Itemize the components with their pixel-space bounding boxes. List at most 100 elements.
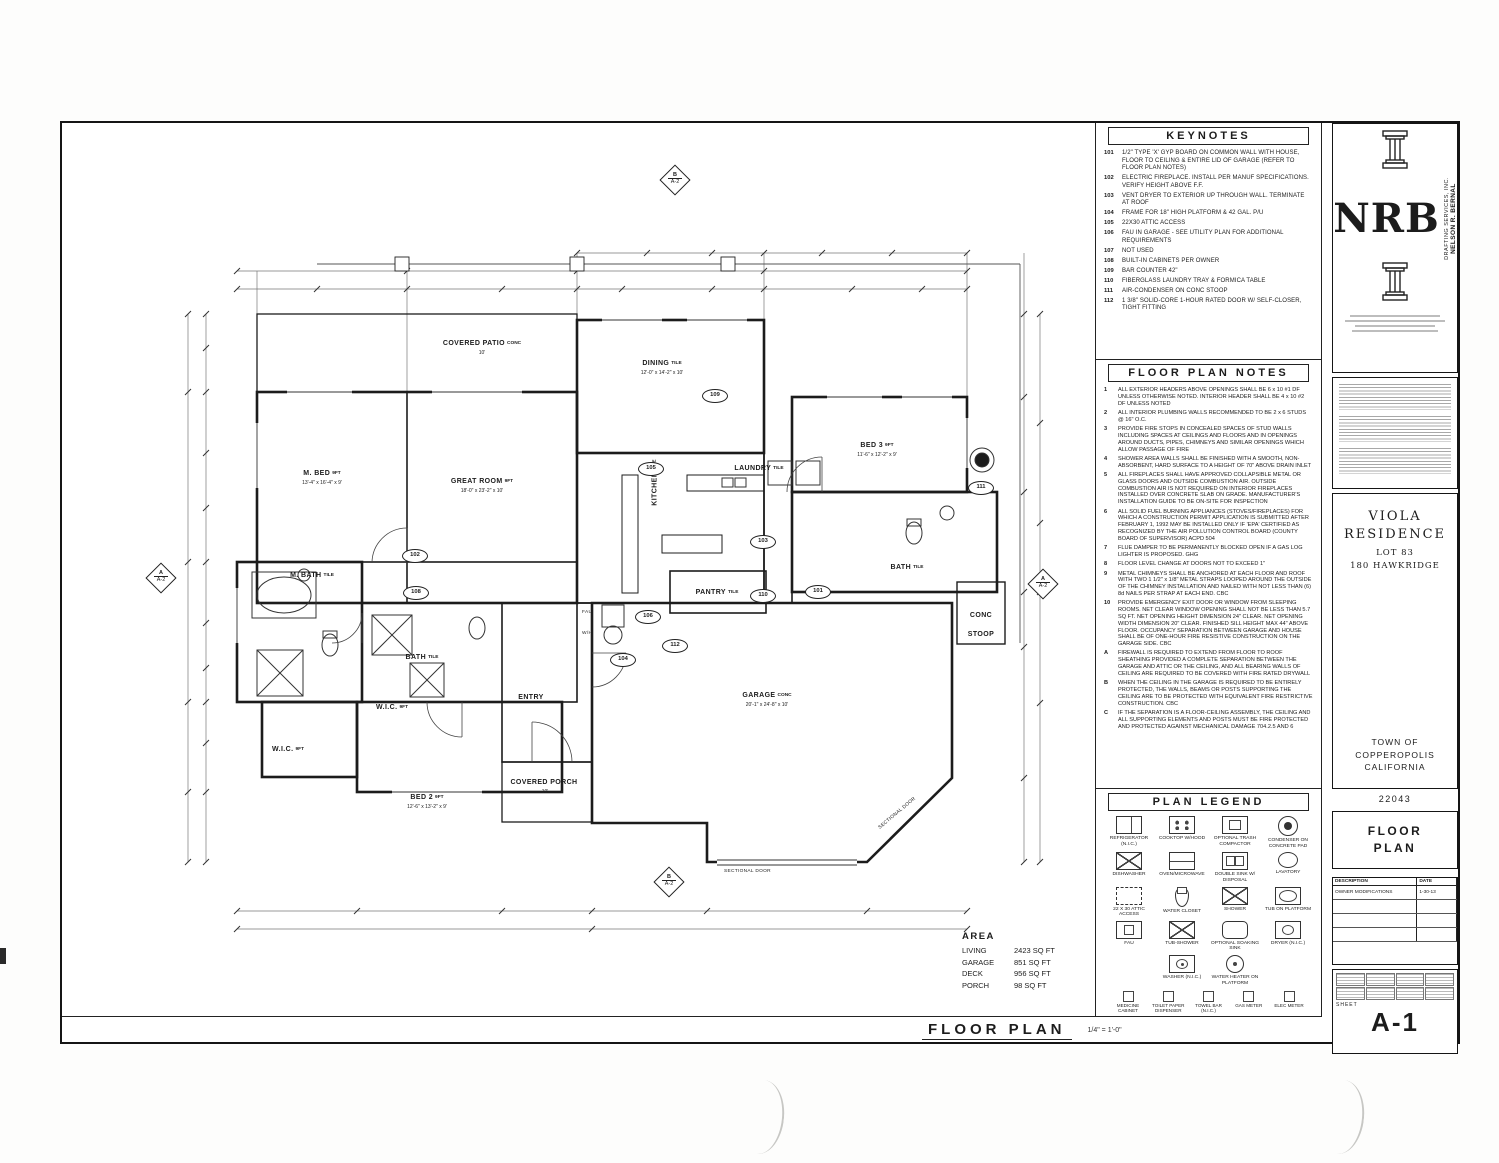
floor-plan-note-item: 5 ALL FIREPLACES SHALL HAVE APPROVED COL… (1104, 472, 1313, 506)
keynote-item: 109 BAR COUNTER 42" (1104, 268, 1313, 276)
keynote-item: 105 22X30 ATTIC ACCESS (1104, 220, 1313, 228)
note-number: 10 (1104, 600, 1111, 607)
floor-plan-note-item: 4 SHOWER AREA WALLS SHALL BE FINISHED WI… (1104, 456, 1313, 470)
revisions-col-date: DATE (1417, 878, 1457, 885)
floor-plan-notes-panel: FLOOR PLAN NOTES 1 ALL EXTERIOR HEADERS … (1096, 360, 1321, 789)
tub-shower-icon (1169, 920, 1195, 939)
keynote-bubble: 104 (610, 653, 636, 667)
note-text: WHEN THE CEILING IN THE GARAGE IS REQUIR… (1118, 680, 1313, 707)
trash-compactor-icon (1222, 816, 1248, 834)
legend-footer-label: MEDICINE CABINET (1116, 1003, 1140, 1014)
firm-principal: NELSON R. BERNAL (1449, 183, 1457, 254)
room-label-wic-2: W.I.C.9FT (272, 746, 304, 753)
legend-item-label: COOKTOP W/HOOD (1158, 836, 1206, 841)
note-number: 4 (1104, 455, 1108, 462)
revision-row-empty (1333, 928, 1457, 942)
note-text: PROVIDE FIRE STOPS IN CONCEALED SPACES O… (1118, 426, 1304, 453)
note-text: SHOWER AREA WALLS SHALL BE FINISHED WITH… (1118, 455, 1312, 469)
draw​ing-scale: 1/4" = 1'-0" (1087, 1026, 1122, 1034)
firm-address-block (1333, 314, 1457, 333)
fine-print-paragraph (1339, 416, 1451, 442)
job-number: 22043 (1378, 794, 1412, 804)
note-number: 6 (1104, 508, 1108, 515)
sheet-title-line: PLAN (1373, 841, 1417, 855)
area-table-row: PORCH 98 SQ FT (962, 980, 1076, 992)
drawing-info-cells (1336, 973, 1454, 1000)
note-number: 1 (1104, 387, 1108, 393)
legend-footer-icon (1283, 991, 1295, 1003)
legend-footer-item: TOWEL BAR (N.I.C.) (1189, 991, 1229, 1013)
revision-description: OWNER MODIFICATIONS (1333, 886, 1418, 899)
keynote-bubble: 102 (402, 549, 428, 563)
roofline-layer (317, 256, 1021, 643)
floor-plan-drawing (184, 249, 1044, 933)
area-table-rows: LIVING 2423 SQ FT GARAGE 851 SQ FT DECK … (962, 945, 1076, 992)
project-info-block: VIOLA RESIDENCE LOT 83 180 HAWKRIDGE TOW… (1332, 493, 1458, 789)
area-row-label: PORCH (962, 980, 990, 990)
plan-check-notes-block (1332, 377, 1458, 489)
legend-footer-label: GAS METER (1235, 1003, 1263, 1009)
legend-footer-row: MEDICINE CABINET TOILET PAPER DISPENSER … (1108, 991, 1309, 1013)
legend-item-label: OVEN/MICROWAVE (1159, 872, 1205, 878)
column-logo-icon (1382, 262, 1408, 301)
keynote-number: 112 (1104, 297, 1114, 304)
legend-item: WATER HEATER ON PLATFORM (1211, 955, 1260, 986)
note-text: ALL EXTERIOR HEADERS ABOVE OPENINGS SHAL… (1118, 387, 1305, 407)
shower-icon (1222, 886, 1248, 905)
legend-footer-item: TOILET PAPER DISPENSER (1148, 991, 1188, 1013)
note-text: IF THE SEPARATION IS A FLOOR-CEILING ASS… (1118, 709, 1311, 730)
keynote-text: 1/2" TYPE 'X' GYP BOARD ON COMMON WALL W… (1122, 150, 1300, 171)
keynote-text: FRAME FOR 18" HIGH PLATFORM & 42 GAL. P/… (1122, 210, 1264, 216)
keynote-number: 109 (1104, 267, 1114, 274)
revisions-header: DESCRIPTION DATE (1333, 878, 1457, 886)
area-row-label: DECK (962, 969, 983, 979)
legend-footer-label: TOWEL BAR (N.I.C.) (1195, 1003, 1222, 1014)
plan-legend-panel: PLAN LEGEND REFRIGERATOR (N.I.C.) COOKTO… (1096, 789, 1321, 1016)
firm-name: DRAFTING SERVICES, INC. (1443, 177, 1450, 260)
area-table: AREA LIVING 2423 SQ FT GARAGE 851 SQ FT (962, 931, 1076, 992)
notes-column: KEYNOTES 10 1 1/2" TYPE 'X' GYP BOARD ON … (1095, 123, 1322, 1016)
fixtures-layer (251, 447, 995, 698)
legend-footer-label: TOILET PAPER DISPENSER (1152, 1003, 1185, 1014)
keynote-number: 103 (1104, 192, 1114, 199)
sheet-number: A-1 (1371, 1007, 1419, 1037)
keynote-number: 108 (1104, 257, 1114, 264)
revisions-rows: OWNER MODIFICATIONS 1-30-13 (1333, 886, 1457, 900)
keynote-text: NOT USED (1122, 247, 1154, 254)
keynotes-title: KEYNOTES (1108, 127, 1309, 145)
keynote-bubble: 109 (702, 389, 728, 403)
sheet-number-block: SHEET A-1 (1332, 969, 1458, 1054)
keynote-item: 110 FIBERGLASS LAUNDRY TRAY & FORMICA TA… (1104, 278, 1313, 286)
area-row-label: GARAGE (962, 957, 995, 967)
revision-row-empty (1333, 914, 1457, 928)
area-table-row: DECK 956 SQ FT (962, 968, 1076, 980)
keynote-bubble: 103 (750, 535, 776, 549)
floor-plan-note-item: 1 ALL EXTERIOR HEADERS ABOVE OPENINGS SH… (1104, 387, 1313, 407)
note-text: ALL SOLID FUEL BURNING APPLIANCES (STOVE… (1118, 508, 1309, 542)
drawing-title: FLOOR PLAN (922, 1021, 1072, 1040)
floor-plan-note-item: 10 PROVIDE EMERGENCY EXIT DOOR OR WINDOW… (1104, 600, 1313, 648)
legend-item: LAVATORY (1264, 852, 1313, 883)
area-row-value: 851 SQ FT (1014, 957, 1051, 967)
legend-item: SHOWER (1211, 886, 1260, 918)
doors-layer (331, 456, 823, 763)
revision-date: 1-30-13 (1417, 886, 1457, 899)
legend-item: FAU (1105, 920, 1154, 952)
plan-legend-title: PLAN LEGEND (1108, 793, 1309, 811)
keynote-text: FIBERGLASS LAUNDRY TRAY & FORMICA TABLE (1122, 277, 1266, 284)
room-label-entry: ENTRY (518, 694, 544, 701)
legend-item-label: DOUBLE SINK W/ DISPOSAL (1214, 872, 1256, 883)
room-label-wic-1: W.I.C.9FT (376, 704, 408, 711)
